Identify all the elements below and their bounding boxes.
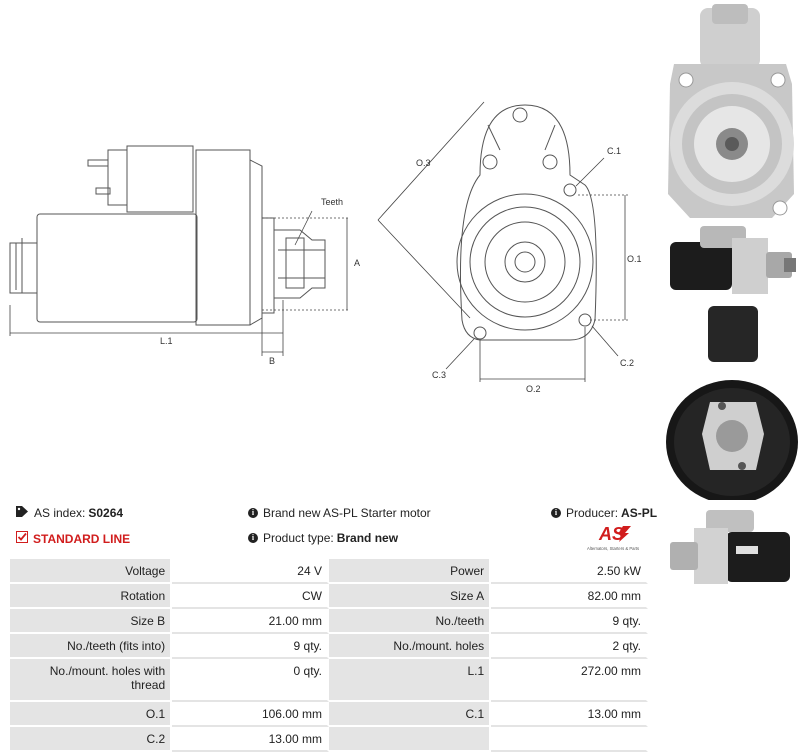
as-index-value: S0264 [88,506,124,520]
spec-value: 21.00 mm [172,609,329,634]
front-view-drawing [456,104,597,341]
as-index-row: AS index: S0264 [16,506,123,520]
spec-label: No./teeth [328,609,492,634]
description-text: Brand new AS-PL Starter motor [263,506,431,520]
size-b-label: B [269,356,275,366]
logo-tagline: Alternators, Starters & Parts [587,546,639,551]
tag-icon [16,506,29,520]
standard-line-row: STANDARD LINE [16,531,130,546]
spec-value [491,727,648,752]
size-a-label: A [354,258,360,268]
product-type-row: i Product type: Brand new [248,531,398,545]
o1-label: O.1 [627,254,642,264]
as-index-label: AS index: [34,506,86,520]
info-icon: i [551,508,561,518]
product-photo-side-1[interactable] [666,222,798,300]
product-photo-rear[interactable] [664,304,800,500]
o3-label: O.3 [416,158,431,168]
spec-label: C.1 [328,702,492,727]
spec-label: O.1 [10,702,173,727]
spec-value: 2 qty. [491,634,648,659]
description-row: i Brand new AS-PL Starter motor [248,506,431,520]
product-type-label: Product type: [263,531,334,545]
spec-label: Size B [10,609,173,634]
producer-row: i Producer: AS-PL [551,506,657,520]
spec-value: 24 V [172,559,329,584]
o2-label: O.2 [526,384,541,394]
spec-label: Voltage [10,559,173,584]
c1-label: C.1 [607,146,621,156]
logo-text: AS [598,524,624,544]
product-type-value: Brand new [336,531,399,545]
spec-value: CW [172,584,329,609]
spec-label: Power [328,559,492,584]
spec-label: L.1 [328,659,492,702]
c2-label: C.2 [620,358,634,368]
checkbox-checked-icon [16,531,28,546]
front-view-dimensions [377,101,628,382]
spec-value: 2.50 kW [491,559,648,584]
spec-value: 13.00 mm [172,727,329,752]
spec-value: 0 qty. [172,659,329,702]
c3-label: C.3 [432,370,446,380]
producer-label: Producer: [566,506,619,520]
spec-value: 272.00 mm [491,659,648,702]
spec-value: 9 qty. [172,634,329,659]
teeth-label: Teeth [321,197,343,207]
spec-value: 82.00 mm [491,584,648,609]
spec-value: 9 qty. [491,609,648,634]
spec-label: No./mount. holes [328,634,492,659]
spec-value: 106.00 mm [172,702,329,727]
spec-label: No./mount. holes with thread [10,659,173,702]
spec-value: 13.00 mm [491,702,648,727]
side-view-drawing [9,145,326,326]
technical-drawing: Teeth A B L.1 O.3 C.1 O.1 C.2 C.3 O.2 [9,101,642,394]
spec-label: Rotation [10,584,173,609]
producer-value: AS-PL [621,506,658,520]
info-icon: i [248,508,258,518]
spec-label: Size A [328,584,492,609]
product-photo-front[interactable] [662,4,800,222]
l1-label: L.1 [160,336,173,346]
spec-label: C.2 [10,727,173,752]
product-photo-side-2[interactable] [666,506,798,590]
info-icon: i [248,533,258,543]
table-row: No./teeth (fits into)9 qty.No./mount. ho… [10,634,648,659]
spec-label [328,727,492,752]
side-view-dimensions [9,210,350,356]
standard-line-label: STANDARD LINE [33,531,131,546]
as-pl-logo: AS Alternators, Starters & Parts [585,523,649,553]
spec-label: No./teeth (fits into) [10,634,173,659]
